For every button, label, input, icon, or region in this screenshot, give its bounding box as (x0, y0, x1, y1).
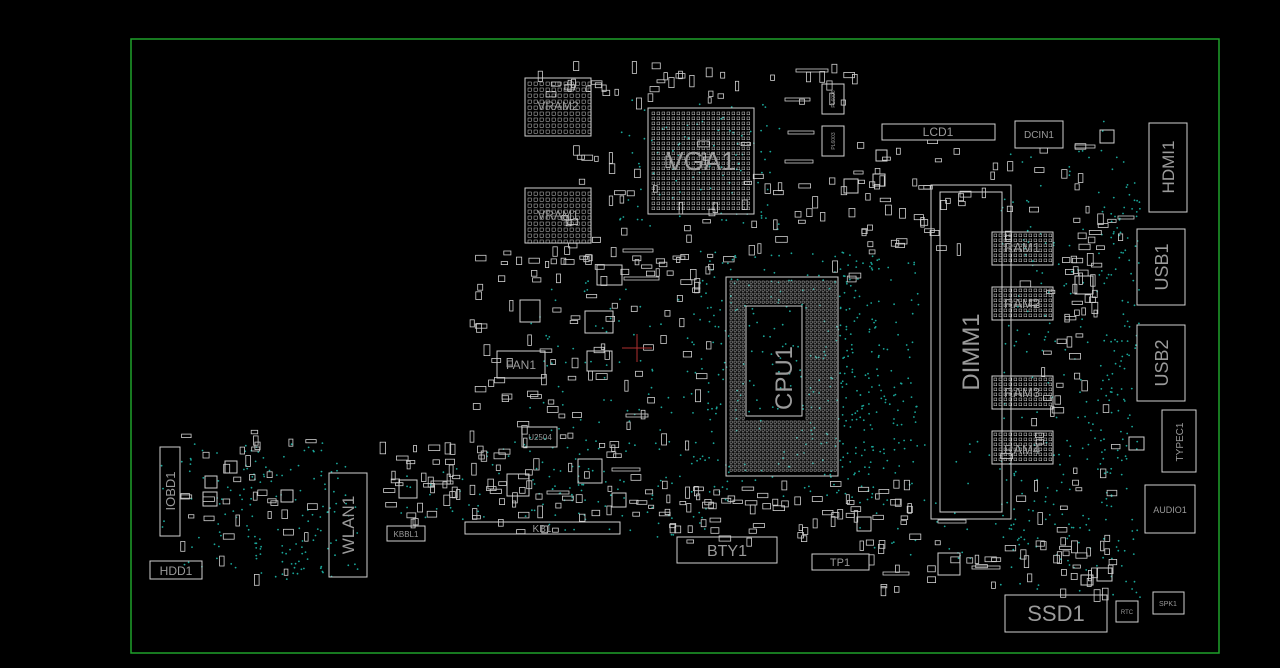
ssd1-connector[interactable]: SSD1 (1004, 594, 1108, 633)
usb2-label: USB2 (1152, 339, 1172, 386)
typec1-label: TYPEC1 (1175, 422, 1186, 461)
vram1-label: VRAM1 (537, 208, 579, 222)
pl6006-label: PL6006 (831, 90, 837, 107)
audio1-jack[interactable]: AUDIO1 (1144, 484, 1196, 534)
iobd1-connector[interactable]: IOBD1 (159, 446, 181, 537)
ram2-chip[interactable]: RAM2 (991, 286, 1054, 321)
vram2-chip[interactable]: VRAM2 (524, 77, 592, 137)
vga1-gpu[interactable]: VGA1 (647, 107, 755, 215)
dimm1-slot[interactable]: DIMM1 (930, 184, 1012, 520)
ram1-chip[interactable]: RAM1 (991, 231, 1054, 266)
wlan1-connector[interactable]: WLAN1 (328, 472, 368, 578)
iobd1-label: IOBD1 (163, 471, 178, 510)
u2504-label: U2504 (528, 433, 552, 442)
wlan1-label: WLAN1 (339, 496, 358, 555)
kb1-label: KB1 (533, 524, 552, 535)
dcin1-label: DCIN1 (1024, 130, 1054, 141)
ram3-chip[interactable]: RAM3 (991, 375, 1054, 410)
lcd1-label: LCD1 (923, 125, 954, 139)
usb1-port[interactable]: USB1 (1136, 228, 1186, 306)
hdd1-label: HDD1 (160, 564, 193, 578)
cursor-crosshair (622, 334, 652, 362)
kbbl1-label: KBBL1 (394, 530, 419, 539)
typec1-port[interactable]: TYPEC1 (1161, 409, 1197, 473)
cpu1-label: CPU1 (771, 346, 798, 410)
spk1-connector[interactable]: SPK1 (1152, 591, 1185, 615)
fan1-connector[interactable]: FAN1 (496, 350, 546, 379)
ram3-label: RAM3 (1004, 385, 1040, 400)
dcin1-connector[interactable]: DCIN1 (1014, 120, 1064, 149)
ram4-label: RAM4 (1004, 442, 1040, 457)
hdmi1-port[interactable]: HDMI1 (1148, 122, 1188, 213)
rtc-label: RTC (1121, 610, 1134, 616)
vram2-label: VRAM2 (537, 99, 579, 113)
lcd1-connector[interactable]: LCD1 (881, 123, 996, 141)
usb2-port[interactable]: USB2 (1136, 324, 1186, 402)
bty1-label: BTY1 (707, 543, 747, 560)
pl6006-inductor[interactable]: PL6006 (821, 83, 845, 115)
spk1-label: SPK1 (1159, 601, 1177, 608)
fan1-label: FAN1 (506, 358, 536, 372)
board-outline (130, 38, 1220, 654)
kb1-connector[interactable]: KB1 (464, 521, 621, 535)
via-layer (160, 99, 1141, 598)
ram1-label: RAM1 (1004, 240, 1040, 255)
hdd1-connector[interactable]: HDD1 (149, 560, 203, 580)
tp1-label: TP1 (830, 557, 850, 569)
u2504-chip[interactable]: U2504 (521, 426, 558, 448)
pl6003-label: PL6003 (831, 132, 837, 149)
vga1-label: VGA1 (666, 146, 735, 176)
hdmi1-label: HDMI1 (1159, 141, 1178, 194)
pl6003-inductor[interactable]: PL6003 (821, 125, 845, 157)
kbbl1-connector[interactable]: KBBL1 (386, 525, 426, 542)
vram1-chip[interactable]: VRAM1 (524, 187, 592, 244)
smd-parts-layer (179, 61, 1135, 602)
misc-ic-group (202, 129, 1145, 586)
ram4-chip[interactable]: RAM4 (991, 430, 1054, 465)
rtc-connector[interactable]: RTC (1115, 600, 1139, 623)
ssd1-label: SSD1 (1027, 601, 1084, 626)
dimm1-label: DIMM1 (958, 313, 985, 390)
cpu1-processor[interactable]: CPU1 (725, 276, 839, 477)
ram2-label: RAM2 (1004, 296, 1040, 311)
audio1-label: AUDIO1 (1153, 505, 1187, 515)
tp1-connector[interactable]: TP1 (811, 553, 870, 571)
usb1-label: USB1 (1152, 243, 1172, 290)
bty1-connector[interactable]: BTY1 (676, 536, 778, 564)
